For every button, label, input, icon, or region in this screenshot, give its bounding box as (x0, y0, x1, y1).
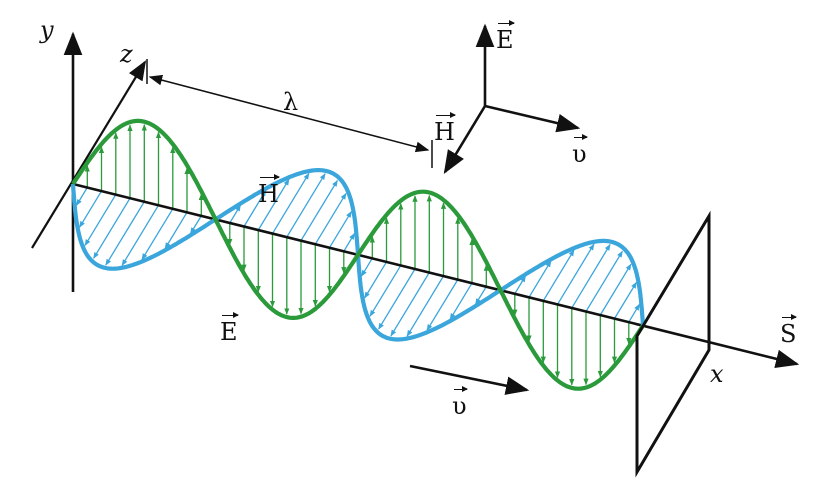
h-vector-arrow (378, 268, 416, 330)
h-vector-arrow (426, 279, 459, 331)
h-vector-arrow (314, 192, 347, 245)
h-vector-arrow (286, 173, 326, 238)
legend-h-arrow (443, 105, 487, 175)
e-label: E (220, 312, 239, 346)
s-vector-text: S (780, 314, 798, 348)
x-axis-line (72, 182, 800, 369)
h-vector-arrow (84, 194, 117, 246)
h-vector-arrow (257, 178, 290, 231)
h-label-top: H (434, 112, 456, 146)
h-vector-arrow (229, 204, 242, 224)
h-vector-arrow (406, 275, 445, 337)
z-axis-line (31, 60, 147, 249)
screen-plane (635, 210, 711, 478)
h-label-mid: H (258, 174, 280, 208)
h-vector-arrow (164, 211, 188, 250)
e-vector-text: E (220, 312, 239, 346)
v-bottom-vector-text: υ (452, 386, 468, 420)
h-vector-arrow (542, 249, 575, 302)
h-vector-arrow (585, 250, 623, 312)
h-vector-arrow (528, 260, 552, 298)
h-vector-arrow (628, 303, 641, 323)
legend-v-arrow (484, 104, 581, 133)
v-bottom-label: υ (452, 386, 468, 420)
h-vector-arrow (243, 189, 267, 227)
h-vector-arrow (599, 263, 632, 316)
h-vector-arrow (556, 243, 595, 305)
velocity-arrow (409, 364, 530, 395)
h-vector-arrow (343, 232, 356, 252)
h-vector-arrow (390, 272, 430, 337)
h-vector-arrow (571, 243, 611, 309)
h-mid-vector-text: H (258, 174, 280, 208)
h-vector-arrow (271, 172, 310, 234)
h-vector-arrow (189, 215, 202, 235)
y-axis-label: y (40, 16, 54, 44)
v-legend-vector-text: υ (572, 134, 588, 168)
h-vector-arrow (105, 201, 145, 266)
h-vector-arrow (121, 204, 160, 266)
h-vector-arrow (369, 265, 402, 317)
h-vector-arrow (93, 197, 131, 259)
h-vector-arrow (360, 257, 373, 277)
x-axis-label: x (710, 360, 724, 388)
h-vector-arrow (300, 179, 338, 241)
h-vector-arrow (328, 211, 352, 249)
h-vector-arrow (364, 261, 388, 299)
e-legend-vector-text: E (496, 20, 515, 54)
h-vector-arrow (449, 282, 473, 320)
wavelength-label: λ (283, 88, 299, 116)
h-vector-arrow (75, 187, 88, 206)
h-vector-arrow (141, 208, 174, 261)
z-axis-label: z (120, 40, 133, 68)
s-label: S (780, 314, 798, 348)
v-legend-label: υ (572, 134, 588, 168)
h-vector-arrow (514, 275, 527, 295)
h-field-vectors (75, 172, 641, 337)
h-top-vector-text: H (434, 112, 456, 146)
e-field-vectors (84, 124, 632, 386)
h-vector-arrow (474, 286, 487, 305)
e-legend-label: E (496, 20, 515, 54)
h-vector-arrow (79, 190, 103, 228)
h-vector-arrow (613, 281, 637, 319)
wavelength-arrow (148, 74, 430, 153)
